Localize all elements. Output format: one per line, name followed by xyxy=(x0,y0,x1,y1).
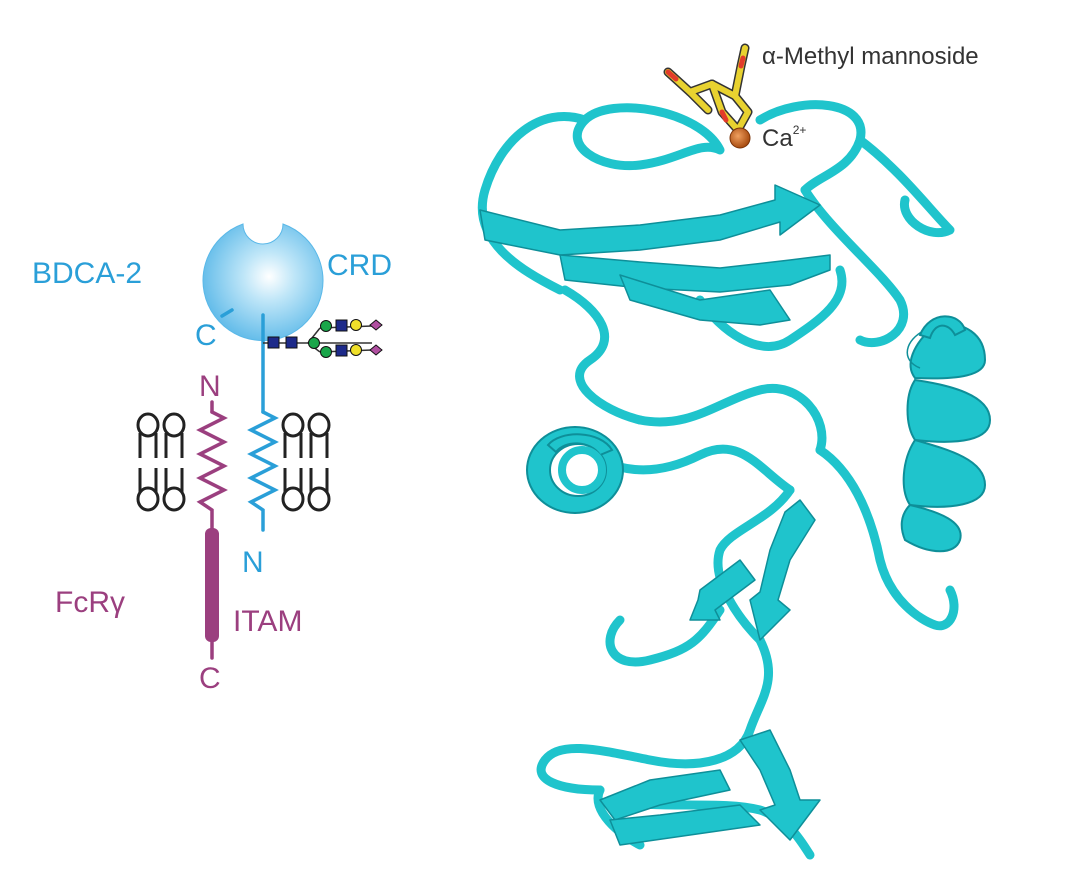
calcium-symbol: Ca xyxy=(762,125,793,152)
receptor-c-terminus-label: C xyxy=(195,319,217,352)
crd-ribbon-structure xyxy=(477,100,992,860)
ligand-name: -Methyl mannoside xyxy=(776,43,979,70)
itam-label: ITAM xyxy=(233,605,302,638)
calcium-label: Ca2+ xyxy=(762,123,806,152)
alpha-helix-left xyxy=(526,426,624,514)
lipid-bilayer-left xyxy=(136,412,186,512)
beta-strands xyxy=(479,184,831,846)
alpha-helix-right xyxy=(900,323,992,553)
receptor-name-label: BDCA-2 xyxy=(32,257,142,290)
adaptor-n-terminus-label: N xyxy=(199,370,221,403)
receptor-n-terminus-label: N xyxy=(242,546,264,579)
calcium-ion-icon xyxy=(729,127,751,149)
glycan-icon xyxy=(263,319,383,358)
alpha-prefix: α xyxy=(762,43,776,70)
mannoside-ligand-icon xyxy=(663,43,753,135)
protein-coil xyxy=(477,100,959,860)
bdca2-chain xyxy=(220,308,279,532)
fcrgamma-chain xyxy=(196,400,228,660)
adaptor-c-terminus-label: C xyxy=(199,662,221,695)
lipid-bilayer-right xyxy=(281,412,331,512)
adaptor-name-label: FcRγ xyxy=(55,586,125,619)
alpha-helix-top-right xyxy=(918,315,967,340)
crd-label: CRD xyxy=(327,249,392,282)
itam-motif-bar xyxy=(205,528,219,642)
ligand-label: α-Methyl mannoside xyxy=(762,43,979,70)
calcium-charge: 2+ xyxy=(793,123,807,137)
receptor-schematic: BDCA-2 CRD C N N FcRγ ITAM C xyxy=(32,223,392,695)
